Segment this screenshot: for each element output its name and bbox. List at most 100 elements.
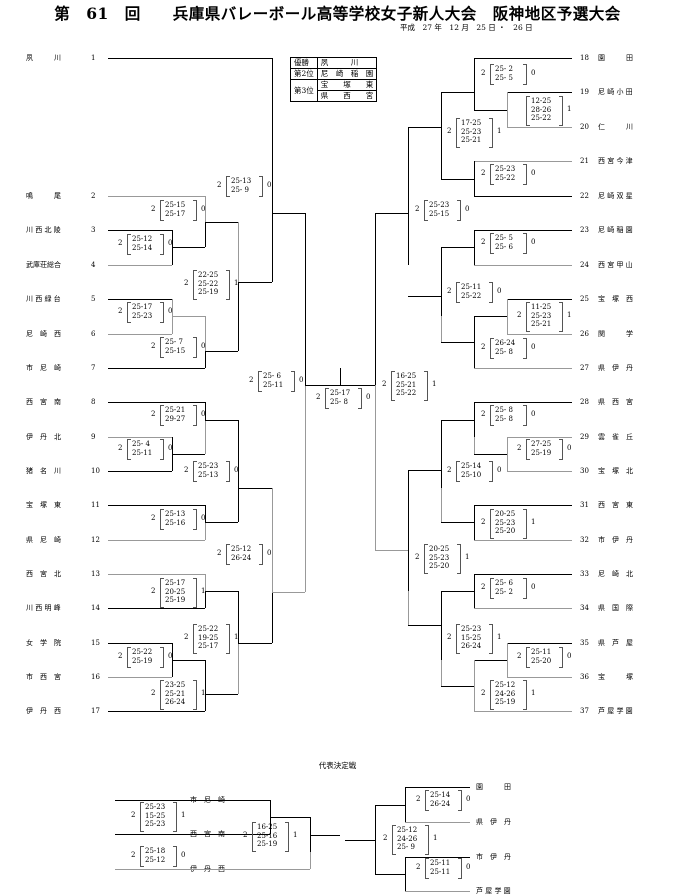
bracket-line — [507, 643, 508, 677]
score-bracket-left — [392, 825, 396, 855]
team-name: 宝 塚 東 — [26, 501, 61, 509]
team-number: 14 — [91, 604, 100, 612]
score-bracket-right — [559, 302, 563, 332]
bracket-line — [408, 127, 441, 129]
team-name: 市 尼 崎 — [26, 364, 61, 372]
score-bracket-left — [424, 544, 428, 574]
bracket-line — [172, 454, 205, 456]
bracket-line — [205, 591, 238, 593]
winner-sets: 2 — [447, 286, 452, 295]
second-name: 尼 崎 稲 園 — [316, 68, 378, 80]
score-bracket-right — [457, 200, 461, 221]
winner-sets: 2 — [118, 651, 123, 660]
score-bracket-right — [489, 461, 493, 482]
bracket-line — [405, 822, 470, 823]
set-score: 25-17 — [132, 303, 153, 311]
set-score: 25- 8 — [495, 414, 513, 423]
bracket-line — [310, 817, 312, 852]
team-name: 宝 塚 西 — [598, 295, 633, 303]
bracket-line — [474, 402, 572, 404]
score-bracket-left — [127, 439, 131, 460]
score-bracket-right — [458, 858, 462, 879]
loser-sets: 0 — [531, 237, 536, 246]
set-score: 25- 6 — [263, 372, 281, 380]
bracket-line — [474, 316, 476, 368]
score-bracket-right — [523, 164, 527, 185]
set-score: 25-11 — [263, 380, 284, 389]
bracket-line — [408, 591, 409, 625]
team-name: 県 伊 丹 — [598, 364, 633, 372]
bracket-line — [108, 230, 172, 232]
loser-sets: 0 — [466, 862, 471, 871]
score-bracket-left — [526, 302, 530, 332]
loser-sets: 0 — [567, 443, 572, 452]
score-bracket-right — [559, 647, 563, 668]
team-number: 32 — [580, 536, 589, 544]
team-name: 雲 雀 丘 — [598, 433, 633, 441]
score-bracket-left — [526, 439, 530, 460]
winner-sets: 2 — [517, 310, 522, 319]
set-score: 19-25 — [198, 633, 219, 642]
score-bracket-left — [490, 233, 494, 254]
set-score: 24-26 — [495, 689, 516, 698]
loser-sets: 0 — [168, 306, 173, 315]
score-bracket-right — [523, 405, 527, 426]
rep-title: 代表決定戦 — [318, 761, 357, 770]
loser-sets: 0 — [181, 850, 186, 859]
loser-sets: 1 — [181, 810, 186, 819]
set-score: 25-11 — [531, 648, 552, 656]
set-score: 25-22 — [495, 173, 516, 182]
second-label: 第2位 — [290, 68, 318, 80]
set-score: 25-20 — [531, 656, 552, 665]
bracket-line — [205, 660, 207, 694]
score-bracket-right — [193, 405, 197, 426]
team-name: 武庫荘総合 — [26, 261, 61, 269]
score-bracket-left — [425, 858, 429, 879]
winner-sets: 2 — [517, 651, 522, 660]
set-score: 25-23 — [495, 165, 516, 173]
team-number: 12 — [91, 536, 100, 544]
set-score: 25-23 — [429, 201, 450, 209]
set-score: 22-25 — [198, 271, 219, 279]
champion-name: 夙 川 — [316, 57, 378, 69]
bracket-line — [474, 230, 476, 265]
bracket-line — [108, 471, 172, 473]
bracket-line — [305, 213, 307, 385]
set-score: 11-25 — [531, 303, 552, 311]
set-score: 25- 4 — [132, 440, 150, 448]
score-bracket-right — [193, 200, 197, 221]
score-bracket-left — [193, 461, 197, 482]
winner-sets: 2 — [151, 204, 156, 213]
winner-sets: 2 — [447, 126, 452, 135]
loser-sets: 0 — [497, 286, 502, 295]
bracket-line — [270, 817, 310, 819]
bracket-line — [340, 368, 342, 385]
bracket-line — [108, 574, 205, 575]
bracket-line — [507, 92, 572, 94]
bracket-line — [474, 58, 476, 75]
score-bracket-right — [523, 338, 527, 359]
set-score: 25-23 — [461, 625, 482, 633]
set-score: 25-15 — [165, 201, 186, 209]
set-score: 26-24 — [495, 339, 516, 347]
bracket-line — [375, 213, 377, 385]
bracket-line — [205, 222, 238, 224]
bracket-line — [507, 92, 508, 127]
set-score: 25-13 — [198, 470, 219, 479]
bracket-line — [507, 334, 572, 335]
bracket-line — [310, 852, 311, 869]
set-score: 25-22 — [461, 291, 482, 300]
score-bracket-right — [285, 822, 289, 852]
score-bracket-right — [193, 578, 197, 608]
set-score: 26-24 — [430, 799, 451, 808]
score-bracket-right — [160, 647, 164, 668]
set-score: 25-12 — [145, 855, 166, 864]
team-number: 26 — [580, 330, 589, 338]
score-bracket-left — [160, 578, 164, 608]
set-score: 25- 6 — [495, 579, 513, 587]
winner-sets: 2 — [151, 586, 156, 595]
winner-sets: 2 — [517, 443, 522, 452]
bracket-line — [238, 488, 272, 490]
bracket-line — [272, 592, 274, 643]
team-number: 7 — [91, 364, 96, 372]
